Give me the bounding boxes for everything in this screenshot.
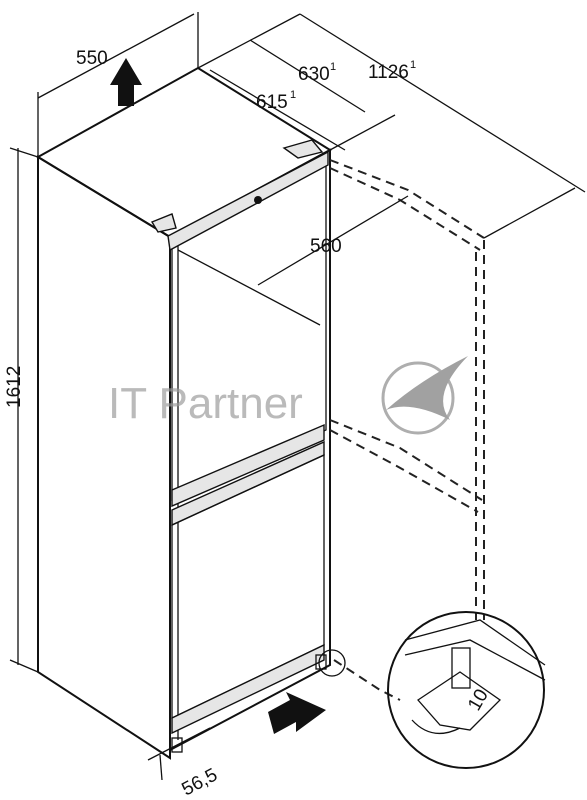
right-arrow-icon [268, 692, 326, 734]
lower-door [171, 423, 325, 735]
depth-label: 615 [256, 92, 288, 113]
door-width-label: 560 [310, 236, 342, 257]
wrench-size-label: 10 [464, 686, 493, 715]
logo-swoosh-icon [381, 356, 468, 435]
middle-handle [171, 423, 325, 508]
indicator-light [254, 196, 262, 204]
width-label: 550 [76, 48, 108, 69]
watermark: IT Partner [108, 356, 468, 435]
toe-gap-label: 56,5 [178, 765, 221, 800]
wrench-icon: 10 [417, 671, 502, 731]
rotate-arrow-icon [411, 719, 461, 735]
upper-door [150, 139, 329, 502]
depth-door-open-label: 630 [298, 64, 330, 85]
bottom-handle [171, 643, 325, 735]
door-open-outline [329, 159, 485, 701]
depth-total-superscript: 1 [410, 59, 416, 71]
up-arrow-icon [110, 58, 142, 106]
depth-door-open-superscript: 1 [330, 61, 336, 73]
height-label: 1612 [4, 366, 25, 408]
watermark-text: IT Partner [108, 379, 303, 428]
upper-door-handle [167, 150, 329, 252]
depth-total-label: 1126 [368, 62, 409, 83]
depth-superscript: 1 [290, 89, 296, 101]
dimension-lines [9, 12, 586, 781]
zoom-detail: 10 [318, 611, 546, 769]
